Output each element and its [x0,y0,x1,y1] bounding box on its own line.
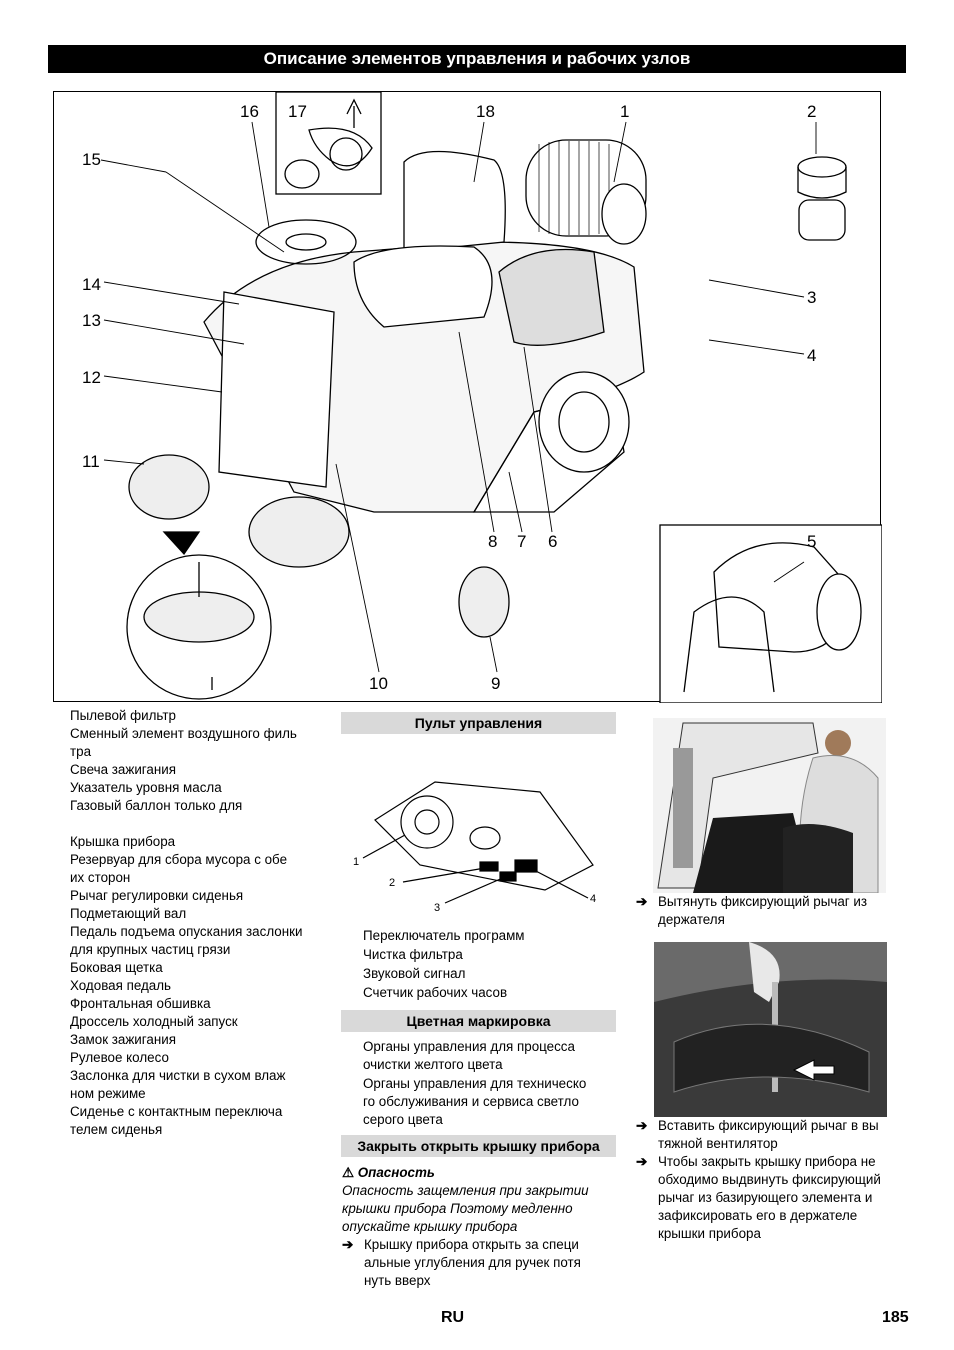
color-marking-heading: Цветная маркировка [341,1010,616,1032]
parts-list: Пылевой фильтр Сменный элемент воздушног… [70,707,330,1139]
cover-heading: Закрыть открыть крышку прибора [341,1135,616,1157]
right-arrow-icon: ➔ [636,894,648,909]
list-item: Указатель уровня масла [70,780,222,795]
step-line: крышки прибора [658,1226,761,1241]
callout-5: 5 [807,532,817,551]
step-line: Вставить фиксирующий рычаг в вы [658,1118,879,1133]
danger-text: опускайте крышку прибора [342,1219,518,1234]
danger-text: крышки прибора Поэтому медленно [342,1201,573,1216]
callout-18: 18 [476,102,495,121]
control-panel-diagram: 1 2 3 4 [345,770,615,920]
inset-lid-diagram [275,92,382,195]
step-line: Крышку прибора открыть за специ [364,1237,579,1252]
list-item: Подметающий вал [70,906,187,921]
list-item: их сторон [70,870,131,885]
footer-language: RU [441,1309,465,1326]
right-arrow-icon: ➔ [342,1237,354,1252]
color-marking-list: Органы управления для процесса очистки ж… [363,1038,613,1130]
control-panel-heading: Пульт управления [341,712,616,734]
list-item: Дроссель холодный запуск [70,1014,238,1029]
callout-17: 17 [288,102,307,121]
control-panel-illustration [362,781,594,904]
callout-12: 12 [82,368,101,387]
callout-8: 8 [488,532,498,551]
danger-title: Опасность [357,1165,435,1180]
step-line: альные углубления для ручек потя [364,1255,581,1270]
list-item: очистки желтого цвета [363,1057,503,1072]
step-line: тяжной вентилятор [658,1136,778,1151]
list-item: Крышка прибора [70,834,176,849]
list-item: Газовый баллон только для [70,798,243,813]
callout-1: 1 [620,102,630,121]
right-steps: ➔ Вставить фиксирующий рычаг в вы тяжной… [636,1117,898,1243]
right-arrow-icon: ➔ [636,1118,648,1133]
callout-7: 7 [517,532,527,551]
panel-callout-4: 4 [590,893,597,905]
list-item: Звуковой сигнал [363,966,466,981]
list-item: Фронтальная обшивка [70,996,211,1011]
list-item: Рычаг регулировки сиденья [70,888,244,903]
warning-triangle-icon: ⚠ [342,1165,355,1180]
list-item: тра [70,744,92,759]
control-panel-list: Переключатель программ Чистка фильтра Зв… [363,927,613,1003]
danger-text: Опасность защемления при закрытии [342,1183,589,1198]
callout-16: 16 [240,102,259,121]
list-item: Органы управления для техническо [363,1076,587,1091]
machine-illustration [100,92,882,703]
list-item: Замок зажигания [70,1032,176,1047]
photo-insert-lever [654,942,887,1117]
list-item: Педаль подъема опускания заслонки [70,924,303,939]
list-item: Переключатель программ [363,928,525,943]
callout-14: 14 [82,275,101,294]
list-item: Счетчик рабочих часов [363,985,508,1000]
machine-diagram: 16 17 18 1 2 15 14 13 12 11 3 4 5 8 7 6 … [53,91,882,703]
callout-4: 4 [807,346,817,365]
panel-callout-3: 3 [434,902,441,914]
list-item: Сиденье с контактным переключа [70,1104,283,1119]
right-arrow-icon: ➔ [636,1154,648,1169]
panel-callout-1: 1 [353,856,360,868]
page-number: 185 [882,1309,909,1326]
step-line: рычаг из базирующего элемента и [658,1190,873,1205]
step-insert-lever: ➔ Вставить фиксирующий рычаг в вы тяжной… [636,1117,898,1153]
callout-2: 2 [807,102,817,121]
list-item: Ходовая педаль [70,978,172,993]
callout-13: 13 [82,311,101,330]
photo-lift-cover [653,718,886,893]
list-item: Пылевой фильтр [70,708,176,723]
list-item: Рулевое колесо [70,1050,169,1065]
open-cover-step: ➔ Крышку прибора открыть за специ альные… [342,1236,618,1290]
callout-9: 9 [491,674,501,693]
callout-3: 3 [807,288,817,307]
list-item: Заслонка для чистки в сухом влаж [70,1068,286,1083]
callout-15: 15 [82,150,101,169]
list-item: Органы управления для процесса [363,1039,575,1054]
step-line: зафиксировать его в держателе [658,1208,858,1223]
step-close-cover: ➔ Чтобы закрыть крышку прибора не обходи… [636,1153,898,1243]
step-line: Чтобы закрыть крышку прибора не [658,1154,876,1169]
list-item: телем сиденья [70,1122,163,1137]
list-item: Боковая щетка [70,960,163,975]
page-title: Описание элементов управления и рабочих … [48,45,906,73]
list-item: Свеча зажигания [70,762,176,777]
callout-6: 6 [548,532,558,551]
list-item: Сменный элемент воздушного филь [70,726,297,741]
list-item: для крупных частиц грязи [70,942,231,957]
step-line: держателя [658,912,725,927]
callout-10: 10 [369,674,388,693]
panel-callout-2: 2 [389,877,396,889]
list-item: го обслуживания и сервиса светло [363,1094,579,1109]
list-item: Чистка фильтра [363,947,463,962]
danger-note: ⚠ Опасность Опасность защемления при зак… [342,1164,618,1290]
step-line: Вытянуть фиксирующий рычаг из [658,894,867,909]
list-item: Резервуар для сбора мусора с обе [70,852,288,867]
callout-11: 11 [82,452,100,471]
list-item: серого цвета [363,1112,443,1127]
list-item: ном режиме [70,1086,146,1101]
step-line: обходимо выдвинуть фиксирующий [658,1172,881,1187]
step-line: нуть вверх [364,1273,431,1288]
step-pull-lever: ➔ Вытянуть фиксирующий рычаг из держател… [636,893,898,929]
